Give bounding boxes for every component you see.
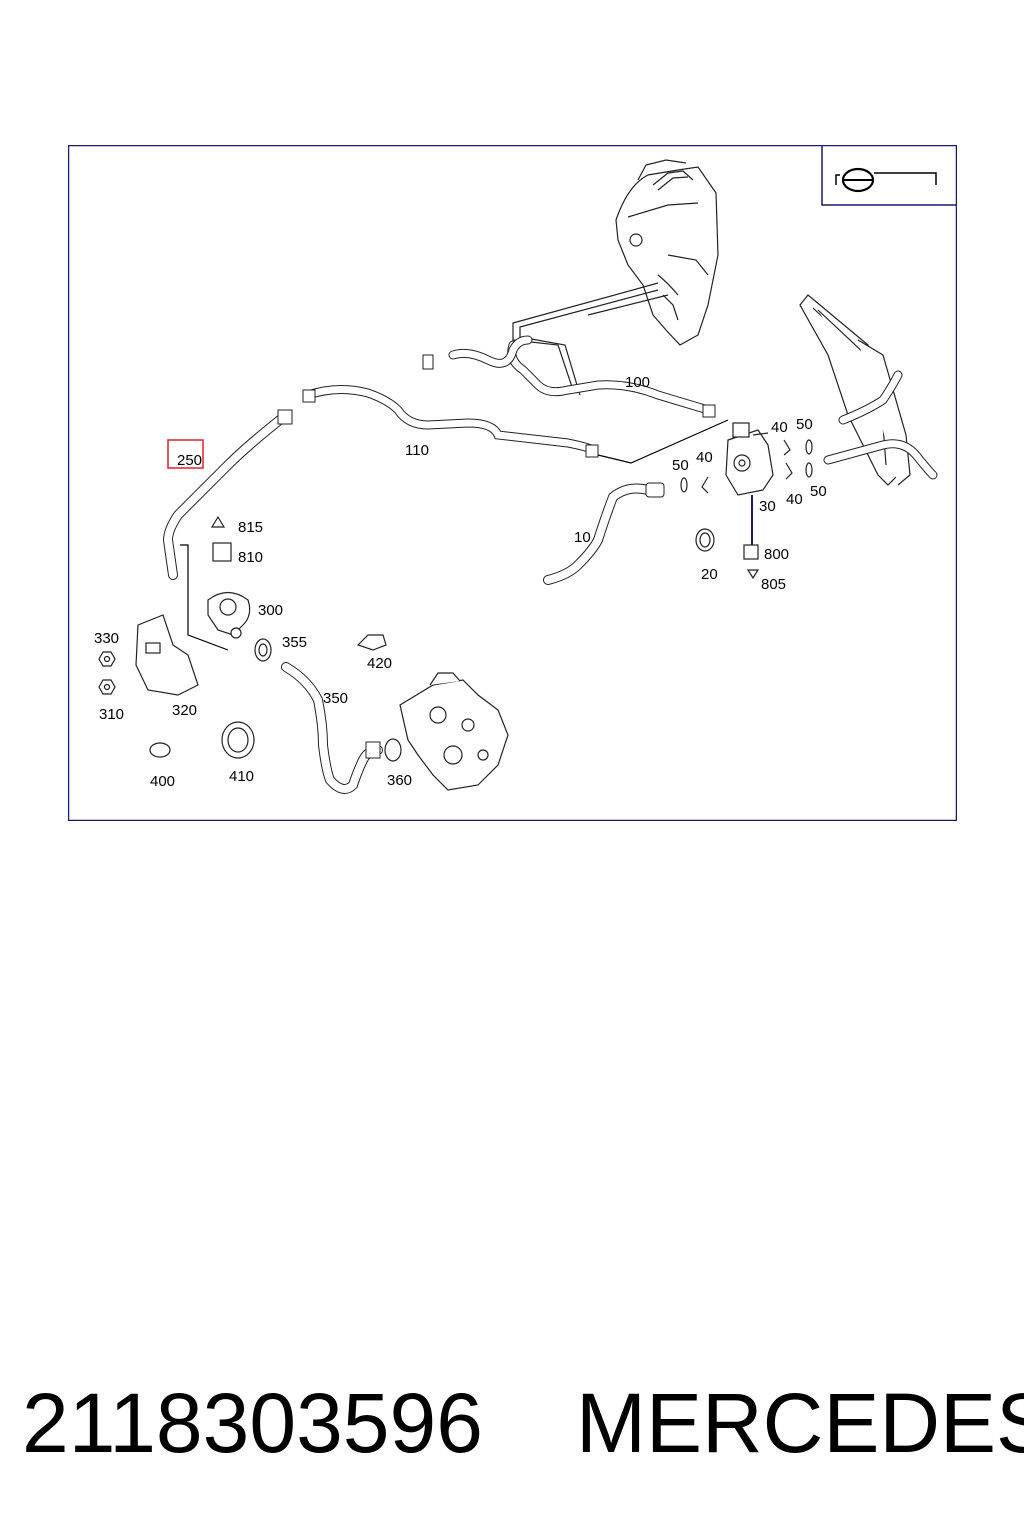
aux-pump-300	[207, 515, 251, 639]
label-400: 400	[150, 773, 175, 790]
label-420: 420	[367, 655, 392, 672]
label-310: 310	[99, 706, 124, 723]
valve-block-30	[725, 422, 774, 496]
clamp-355	[254, 638, 272, 662]
clamp-360	[384, 738, 402, 762]
brand-name: MERCEDES	[576, 1376, 1024, 1470]
label-330: 330	[94, 630, 119, 647]
label-810: 810	[238, 549, 263, 566]
heater-core	[799, 294, 911, 486]
label-40-mid: 40	[696, 449, 713, 466]
highlight-box-250	[167, 439, 204, 469]
clip-420	[356, 634, 387, 651]
product-caption: 2118303596 MERCEDES	[0, 1368, 1024, 1478]
label-805: 805	[761, 576, 786, 593]
diagram-canvas: 250 110 100 10 20 30 40 50 40 50 50 40 8…	[68, 145, 957, 821]
clamp-400	[149, 742, 171, 758]
label-40-top: 40	[771, 419, 788, 436]
label-410: 410	[229, 768, 254, 785]
water-pump	[399, 672, 509, 791]
parts-diagram: 250 110 100 10 20 30 40 50 40 50 50 40 8…	[68, 145, 957, 821]
label-300: 300	[258, 602, 283, 619]
label-350: 350	[323, 690, 348, 707]
hose-100-fitting	[422, 354, 434, 370]
label-355: 355	[282, 634, 307, 651]
clamp-20	[695, 528, 715, 552]
bracket-320	[98, 614, 199, 696]
label-815: 815	[238, 519, 263, 536]
label-320: 320	[172, 702, 197, 719]
label-250: 250	[177, 452, 202, 469]
label-50-top: 50	[796, 416, 813, 433]
label-20: 20	[701, 566, 718, 583]
label-10: 10	[574, 529, 591, 546]
label-800: 800	[764, 546, 789, 563]
connector-800	[743, 544, 760, 580]
label-360: 360	[387, 772, 412, 789]
o-ring-set	[680, 439, 813, 494]
label-110: 110	[405, 442, 429, 459]
steering-wheel-icon	[821, 145, 956, 206]
label-30: 30	[759, 498, 776, 515]
expansion-tank	[615, 159, 719, 346]
label-40-bottom: 40	[786, 491, 803, 508]
label-50-mid: 50	[672, 457, 689, 474]
label-50-bottom: 50	[810, 483, 827, 500]
label-100: 100	[625, 374, 650, 391]
part-number: 2118303596	[22, 1376, 483, 1470]
clamp-410	[221, 721, 255, 759]
